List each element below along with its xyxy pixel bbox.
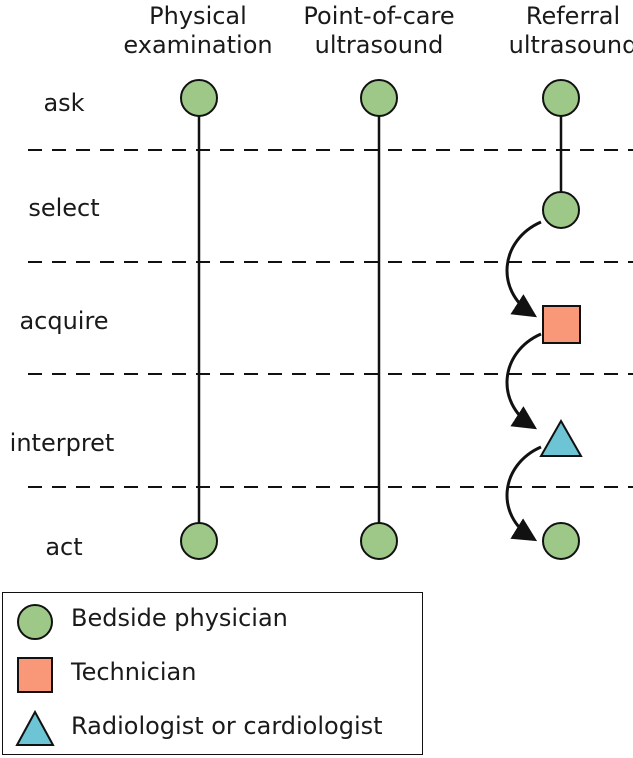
physician-node-ask-poc bbox=[360, 79, 398, 117]
blue-triangle-icon bbox=[15, 709, 55, 746]
green-circle-icon bbox=[17, 604, 53, 640]
arrow-interpret-to-act bbox=[505, 445, 542, 542]
column-header-referral-ultrasound: Referral ultrasound bbox=[478, 2, 633, 60]
arrow-select-to-acquire bbox=[505, 220, 542, 318]
column-header-point-of-care-ultrasound: Point-of-care ultrasound bbox=[284, 2, 474, 60]
physician-node-ask-referral bbox=[542, 79, 580, 117]
column-header-line1: Physical bbox=[149, 2, 247, 30]
column-header-line1: Referral bbox=[525, 2, 621, 30]
column-header-line2: ultrasound bbox=[508, 31, 633, 59]
row-label-act: act bbox=[45, 533, 83, 561]
physician-node-act-physical bbox=[180, 522, 218, 560]
row-label-ask: ask bbox=[43, 89, 85, 117]
legend: Bedside physician Technician Radiologist… bbox=[2, 592, 423, 755]
physician-node-ask-physical bbox=[180, 79, 218, 117]
column-header-line1: Point-of-care bbox=[303, 2, 455, 30]
column-header-physical-examination: Physical examination bbox=[103, 2, 293, 60]
row-label-acquire: acquire bbox=[19, 307, 109, 335]
physician-node-act-referral bbox=[542, 522, 580, 560]
diagram-graphics bbox=[28, 79, 633, 560]
technician-node-acquire-referral bbox=[542, 305, 581, 344]
legend-item-bedside-physician: Bedside physician bbox=[3, 593, 422, 643]
column-header-line2: examination bbox=[123, 31, 273, 59]
physician-node-act-poc bbox=[360, 522, 398, 560]
physician-node-select-referral bbox=[542, 191, 580, 229]
row-label-select: select bbox=[28, 194, 100, 222]
legend-item-radiologist-or-cardiologist: Radiologist or cardiologist bbox=[3, 701, 422, 751]
legend-label: Technician bbox=[71, 658, 197, 686]
legend-item-technician: Technician bbox=[3, 647, 422, 697]
arrow-acquire-to-interpret bbox=[505, 332, 542, 430]
row-label-interpret: interpret bbox=[9, 429, 115, 457]
legend-label: Radiologist or cardiologist bbox=[71, 712, 383, 740]
specialist-node-interpret-referral bbox=[539, 418, 583, 457]
column-header-line2: ultrasound bbox=[314, 31, 444, 59]
legend-label: Bedside physician bbox=[71, 604, 288, 632]
orange-square-icon bbox=[17, 657, 53, 693]
